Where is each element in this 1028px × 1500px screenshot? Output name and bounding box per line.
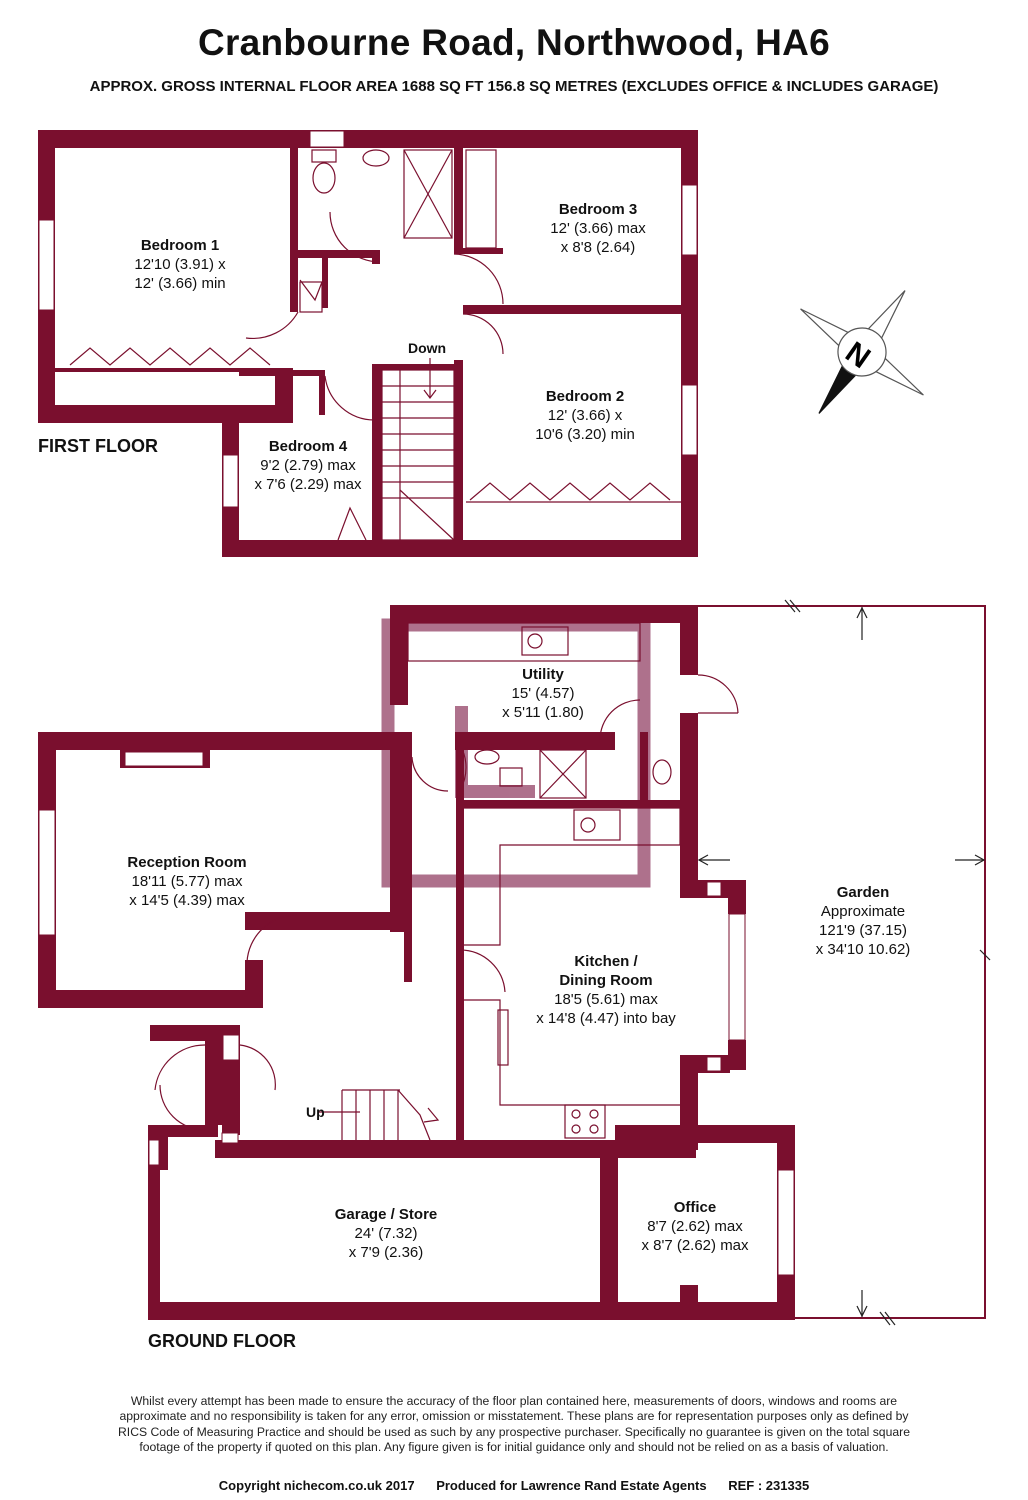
room-kitchen-dining: Kitchen / Dining Room 18'5 (5.61) max x … [496,952,716,1028]
room-dimension: 12' (3.66) min [134,275,226,292]
room-dimension: x 5'11 (1.80) [502,704,584,721]
room-dimension: 9'2 (2.79) max [260,457,356,474]
room-name: Bedroom 1 [140,237,220,254]
room-dimension: x 14'8 (4.47) into bay [536,1010,676,1027]
room-bedroom-3: Bedroom 3 12' (3.66) max x 8'8 (2.64) [498,200,698,257]
room-dimension: x 7'6 (2.29) max [254,476,362,493]
room-name: Utility [522,666,564,683]
room-dimension: x 34'10 10.62) [815,941,911,958]
room-dimension: 18'5 (5.61) max [554,991,658,1008]
room-dimension: x 14'5 (4.39) max [129,892,245,909]
room-bedroom-4: Bedroom 4 9'2 (2.79) max x 7'6 (2.29) ma… [238,437,378,494]
footer-copyright: Copyright nichecom.co.uk 2017 [218,1478,415,1493]
ground-floor-fixtures [154,622,739,1141]
room-garden: Garden Approximate 121'9 (37.15) x 34'10… [763,883,963,959]
ground-floor-stairs [318,1089,440,1141]
room-name: Bedroom 4 [268,438,348,455]
room-name: Bedroom 3 [558,201,638,218]
room-garage-store: Garage / Store 24' (7.32) x 7'9 (2.36) [286,1205,486,1262]
compass-rose-icon [800,290,924,414]
room-bedroom-2: Bedroom 2 12' (3.66) x 10'6 (3.20) min [485,387,685,444]
room-dimension: x 7'9 (2.36) [348,1244,424,1261]
room-reception: Reception Room 18'11 (5.77) max x 14'5 (… [87,853,287,910]
room-utility: Utility 15' (4.57) x 5'11 (1.80) [443,665,643,722]
room-name: Garage / Store [334,1206,438,1223]
room-dimension: x 8'7 (2.62) max [641,1237,749,1254]
first-floor-stairs [381,369,455,541]
first-floor-label: FIRST FLOOR [38,436,158,456]
first-floor-fixtures [69,149,681,541]
room-dimension: 10'6 (3.20) min [535,426,635,443]
room-dimension: Approximate [820,903,906,920]
room-dimension: 15' (4.57) [511,685,575,702]
room-name: Reception Room [127,854,247,871]
garden-dimension-arrows [697,599,991,1326]
ground-floor-windows [38,751,795,1276]
room-name: Kitchen / [574,953,638,970]
stairs-up-label: Up [306,1104,325,1120]
stairs-down-label: Down [408,340,447,356]
room-dimension: x 8'8 (2.64) [560,239,636,256]
room-dimension: 24' (7.32) [354,1225,418,1242]
page-title: Cranbourne Road, Northwood, HA6 [197,22,831,63]
room-dimension: 12'10 (3.91) x [134,256,226,273]
footer-reference: REF : 231335 [728,1478,810,1493]
footer: Copyright nichecom.co.uk 2017 Produced f… [0,1478,1028,1493]
room-bedroom-1: Bedroom 1 12'10 (3.91) x 12' (3.66) min [80,236,280,293]
room-dimension: 12' (3.66) x [547,407,623,424]
room-name: Dining Room [559,972,653,989]
room-dimension: 121'9 (37.15) [819,922,907,939]
room-dimension: 8'7 (2.62) max [647,1218,743,1235]
first-floor-windows [38,130,698,508]
footer-produced-for: Produced for Lawrence Rand Estate Agents [436,1478,707,1493]
room-dimension: 12' (3.66) max [550,220,646,237]
disclaimer-text: Whilst every attempt has been made to en… [118,1394,910,1455]
floor-area-subtitle: APPROX. GROSS INTERNAL FLOOR AREA 1688 S… [89,78,939,95]
room-name: Bedroom 2 [545,388,625,405]
room-office: Office 8'7 (2.62) max x 8'7 (2.62) max [615,1198,775,1255]
ground-floor-label: GROUND FLOOR [148,1331,296,1351]
room-dimension: 18'11 (5.77) max [131,873,243,890]
room-name: Garden [836,884,890,901]
room-name: Office [673,1199,717,1216]
utility-highlight-outline [381,618,651,888]
